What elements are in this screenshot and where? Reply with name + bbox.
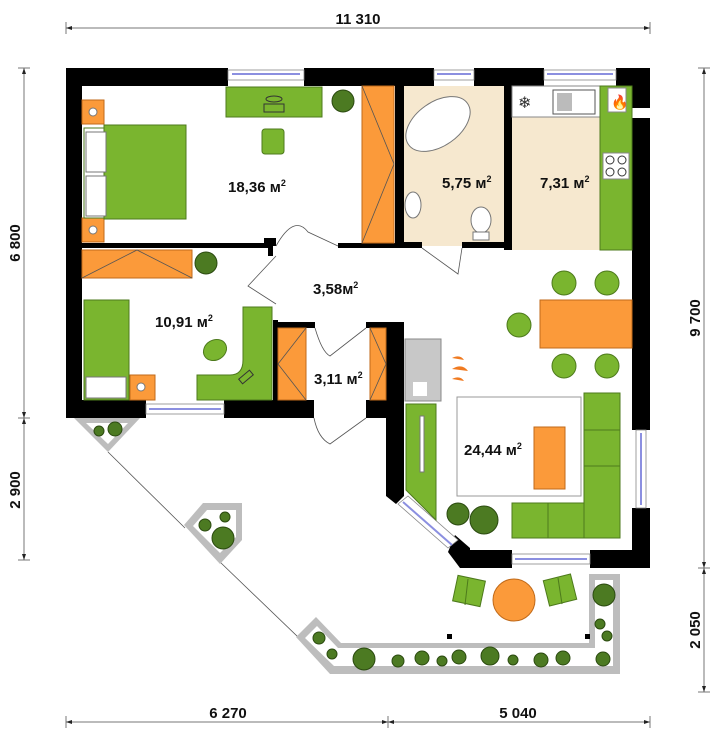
wardrobe — [277, 327, 307, 401]
dining-chair — [551, 353, 577, 379]
room-area-label: 24,44 м2 — [464, 441, 522, 459]
room-area-label: 5,75 м2 — [442, 174, 491, 192]
walls — [66, 68, 650, 568]
fire-icon: 🔥 — [611, 94, 628, 111]
kitchen: ❄ 🔥 7,31 м2 — [511, 85, 633, 251]
dimension-top: 11 310 — [65, 11, 651, 34]
dimension-bottom-left-label: 6 270 — [209, 705, 247, 722]
wardrobe — [81, 249, 193, 279]
dimension-bottom-right-label: 5 040 — [499, 705, 537, 722]
terrace-armchair-left — [452, 574, 486, 608]
dimension-right: 9 700 2 050 — [687, 67, 710, 693]
fire-icon — [452, 356, 468, 381]
dining-chair — [551, 270, 577, 296]
plant — [331, 89, 355, 113]
dimension-right-lower-label: 2 050 — [687, 611, 704, 649]
wardrobe — [361, 85, 395, 244]
dimension-right-upper-label: 9 700 — [687, 299, 704, 337]
desk-chair — [261, 128, 285, 155]
dining-chair — [594, 353, 620, 379]
dining-chair — [594, 270, 620, 296]
coffee-table — [533, 426, 566, 490]
dimension-left: 6 800 2 900 — [7, 67, 30, 561]
toilet — [470, 206, 492, 234]
room-area-label: 10,91 м2 — [155, 313, 213, 331]
room-area-label: 18,36 м2 — [228, 178, 286, 196]
room-area-label: 7,31 м2 — [540, 174, 589, 192]
plant — [194, 251, 218, 275]
plant — [93, 421, 616, 671]
dimension-top-label: 11 310 — [335, 11, 380, 28]
windows — [145, 69, 650, 565]
dimension-bottom: 6 270 5 040 — [65, 705, 651, 728]
corner-desk — [196, 306, 273, 401]
snowflake-icon: ❄ — [518, 95, 531, 112]
sink — [404, 191, 422, 219]
plant — [446, 502, 499, 535]
bathtub — [405, 96, 471, 152]
room-area-label-hall: 3,58м2 — [313, 280, 358, 298]
kitchen-floor — [512, 117, 602, 250]
dimension-left-lower-label: 2 900 — [7, 471, 24, 509]
bathroom: 5,75 м2 — [404, 96, 492, 241]
desk-chair — [202, 338, 228, 362]
terrace-round-table — [492, 578, 536, 622]
dining-chair — [506, 312, 532, 338]
wardrobe — [369, 327, 387, 401]
dining-table — [539, 299, 633, 349]
child-bedroom: 10,91 м2 — [81, 249, 273, 401]
master-bedroom: 18,36 м2 — [81, 85, 395, 244]
living-room: 24,44 м2 — [404, 270, 633, 539]
room-area-label: 3,11 м2 — [314, 370, 363, 388]
entrance: 3,11 м2 — [277, 327, 387, 401]
terrace-armchair-right — [542, 573, 578, 607]
doors — [247, 225, 463, 445]
dimension-left-upper-label: 6 800 — [7, 224, 24, 262]
